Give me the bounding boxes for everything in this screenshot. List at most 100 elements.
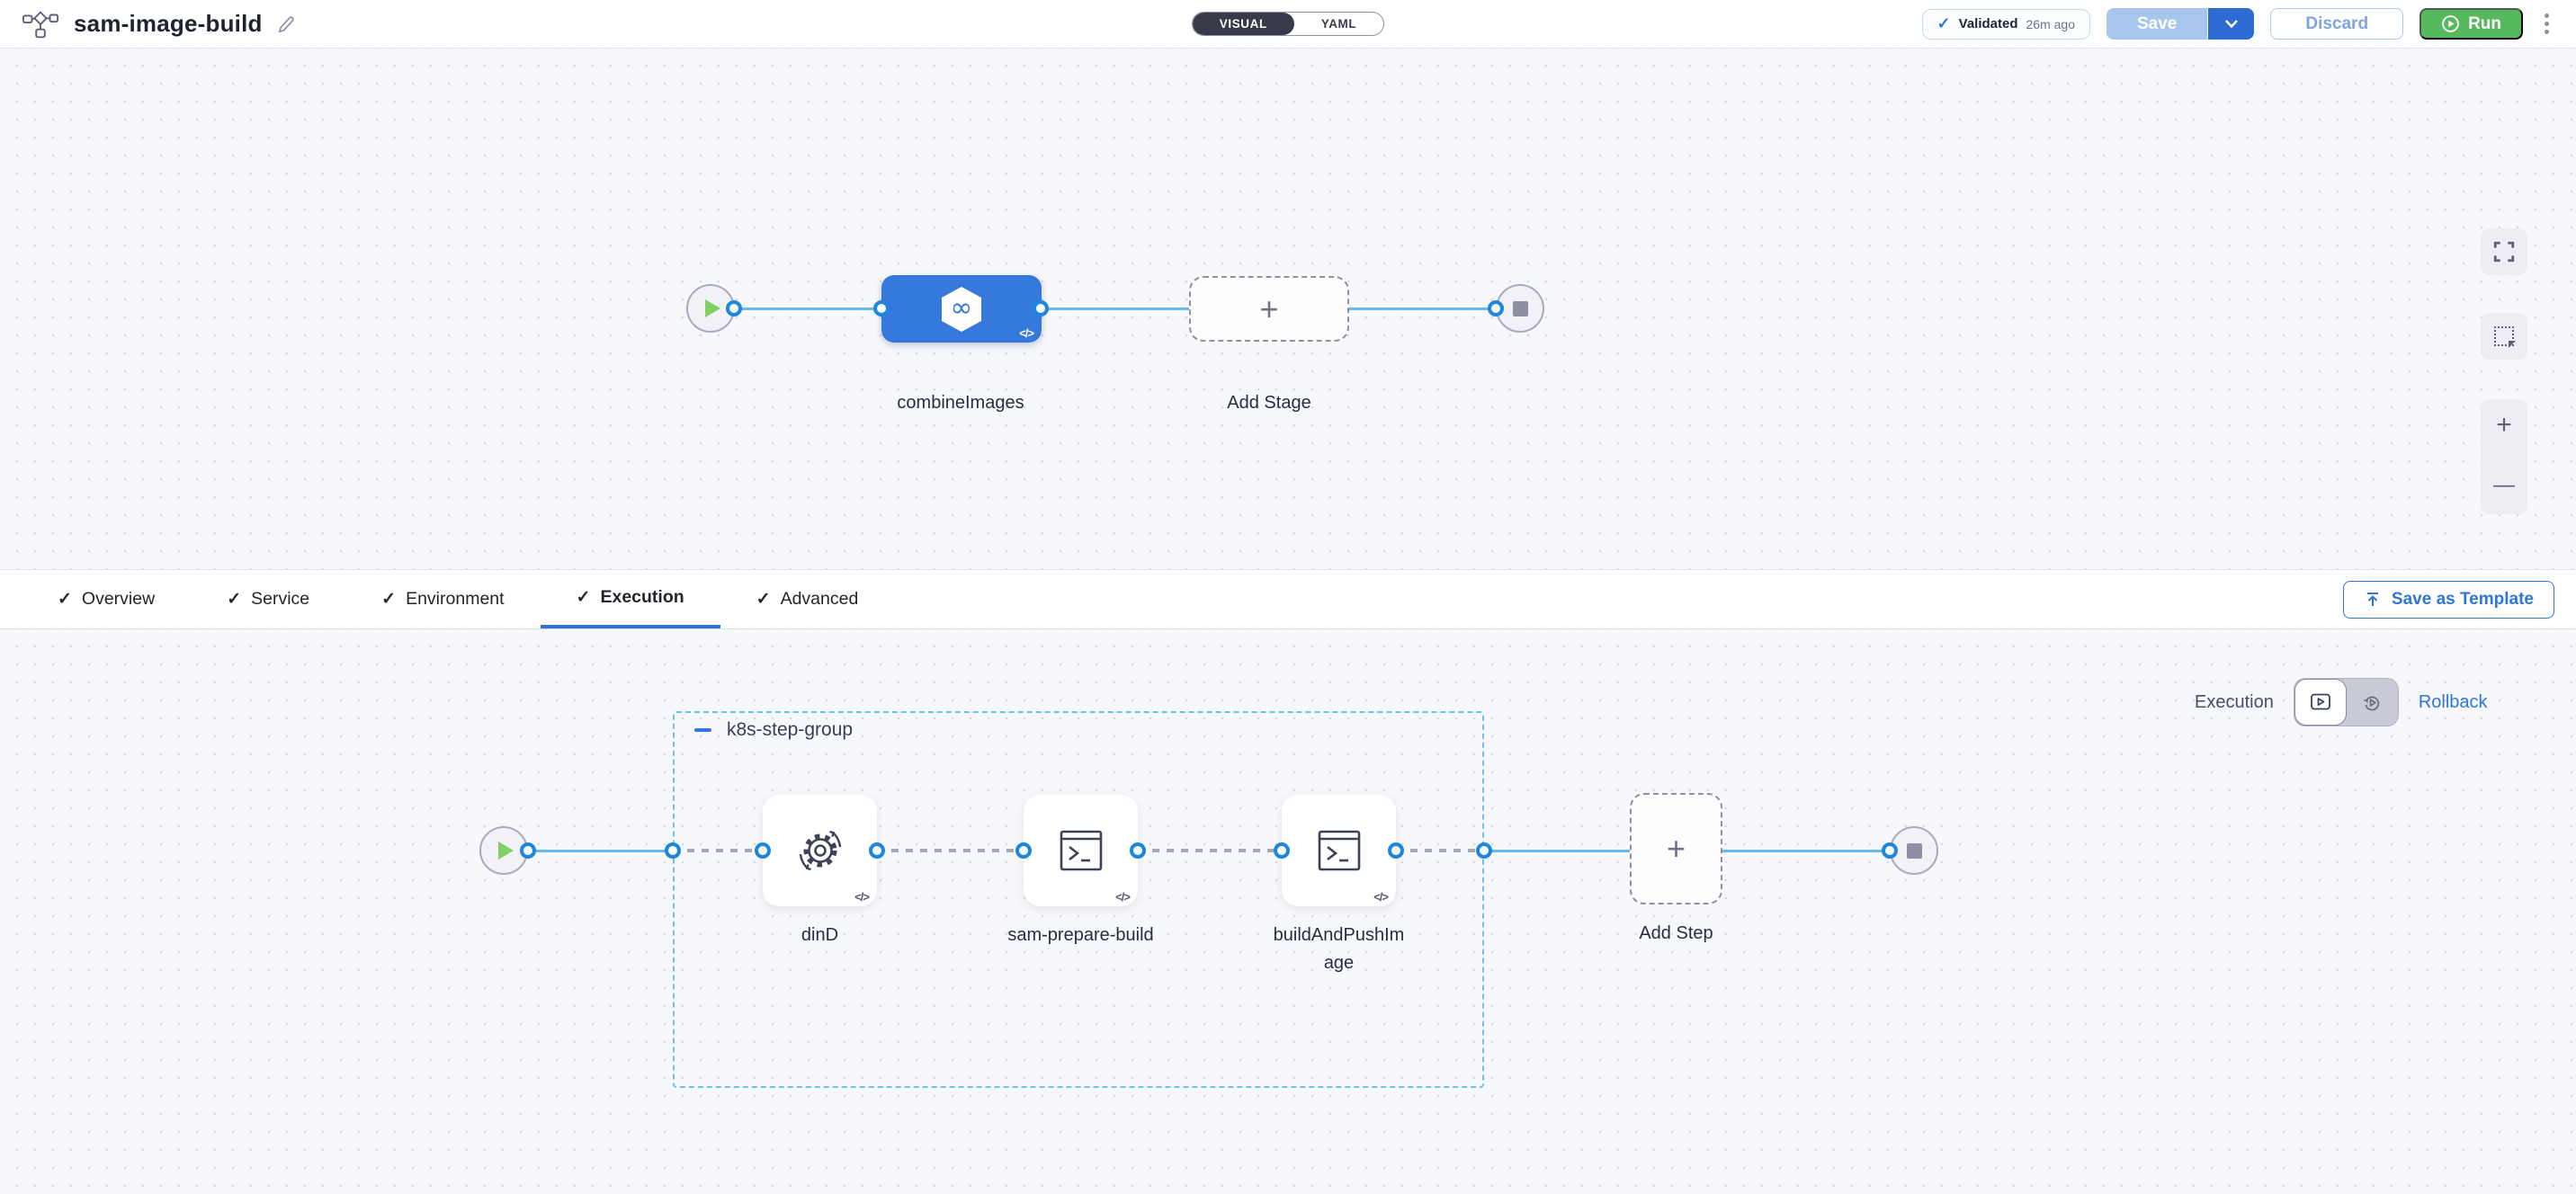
toggle-visual[interactable]: VISUAL — [1192, 13, 1294, 35]
add-stage-label: Add Stage — [1227, 393, 1311, 413]
stage-code-badge-icon[interactable]: </> — [1019, 326, 1034, 340]
fullscreen-icon — [2492, 240, 2516, 263]
step-code-badge-icon[interactable]: </> — [1115, 890, 1131, 904]
tab-advanced[interactable]: ✓ Advanced — [720, 570, 895, 628]
tab-service[interactable]: ✓ Service — [191, 570, 345, 628]
step-port[interactable] — [1130, 842, 1146, 859]
tab-label: Overview — [81, 589, 156, 609]
stop-square-icon — [1906, 842, 1922, 859]
execution-rollback-toggle[interactable] — [2293, 678, 2399, 726]
start-play-icon — [705, 299, 720, 317]
run-play-icon — [2441, 14, 2460, 33]
stage-combineimages[interactable]: ∞ </> — [881, 275, 1042, 343]
edit-pencil-icon[interactable] — [277, 14, 297, 34]
marquee-select-icon — [2494, 326, 2514, 346]
terminal-icon — [1053, 823, 1109, 878]
pipeline-studio-header: sam-image-build VISUAL YAML ✓ Validated … — [0, 0, 2576, 49]
step-buildandpushimage[interactable]: </> — [1282, 795, 1396, 906]
start-node-port[interactable] — [726, 300, 742, 316]
save-button[interactable]: Save — [2106, 8, 2208, 40]
stage-pipeline-canvas[interactable]: ∞ </> + combineImages Add Stage + — — [0, 49, 2576, 569]
execution-mode-icon[interactable] — [2294, 679, 2348, 726]
end-node-port[interactable] — [1882, 842, 1898, 859]
step-name-label: buildAndPushImage — [1273, 925, 1405, 973]
step-port[interactable] — [755, 842, 771, 859]
tab-environment[interactable]: ✓ Environment — [345, 570, 540, 628]
stage-left-port[interactable] — [873, 300, 890, 316]
page-title: sam-image-build — [74, 10, 263, 37]
save-split-button[interactable]: Save — [2106, 8, 2255, 40]
zoom-out-button[interactable]: — — [2493, 473, 2515, 497]
fullscreen-button[interactable] — [2481, 228, 2527, 275]
tab-label: Advanced — [780, 589, 859, 609]
step-code-badge-icon[interactable]: </> — [854, 890, 870, 904]
tab-execution[interactable]: ✓ Execution — [540, 570, 720, 628]
connector-line — [734, 307, 881, 310]
end-node-port[interactable] — [1488, 300, 1504, 316]
plus-icon: + — [1666, 830, 1686, 867]
tab-label: Execution — [600, 587, 684, 607]
gear-sync-icon — [792, 822, 849, 879]
rollback-label[interactable]: Rollback — [2418, 691, 2488, 712]
add-step-label: Add Step — [1639, 923, 1713, 943]
group-exit-port[interactable] — [1476, 842, 1492, 859]
execution-rollback-switch-row: Execution Rollback — [2195, 678, 2488, 726]
save-as-template-button[interactable]: Save as Template — [2342, 580, 2554, 619]
connector-line — [1484, 850, 1630, 852]
validated-label: Validated — [1958, 16, 2018, 31]
validated-check-icon: ✓ — [1936, 14, 1951, 32]
check-icon: ✓ — [58, 590, 72, 609]
stop-square-icon — [1512, 300, 1528, 316]
step-port[interactable] — [1274, 842, 1290, 859]
start-node-port[interactable] — [520, 842, 536, 859]
run-button[interactable]: Run — [2419, 8, 2523, 40]
connector-line — [528, 850, 673, 852]
step-dind[interactable]: </> — [763, 795, 877, 906]
execution-steps-canvas[interactable]: Execution Rollback k8s-step-group — [0, 629, 2576, 1194]
step-sam-prepare-build[interactable]: </> — [1024, 795, 1138, 906]
save-as-template-label: Save as Template — [2391, 589, 2534, 609]
stage-name-label: combineImages — [897, 393, 1024, 413]
visual-yaml-toggle[interactable]: VISUAL YAML — [1191, 12, 1385, 36]
step-name-label: sam-prepare-build — [1007, 925, 1154, 945]
zoom-in-button[interactable]: + — [2496, 410, 2512, 440]
multi-select-button[interactable] — [2481, 313, 2527, 360]
check-icon: ✓ — [576, 588, 591, 607]
dashed-connector — [877, 849, 1024, 852]
check-icon: ✓ — [227, 590, 242, 609]
discard-button[interactable]: Discard — [2270, 8, 2404, 40]
execution-mode-label: Execution — [2195, 691, 2274, 712]
toggle-yaml[interactable]: YAML — [1320, 17, 1357, 31]
zoom-controls: + — — [2481, 399, 2527, 514]
save-options-caret[interactable] — [2207, 8, 2255, 40]
collapse-group-icon[interactable] — [694, 727, 711, 733]
step-code-badge-icon[interactable]: </> — [1373, 890, 1389, 904]
stage-right-port[interactable] — [1033, 300, 1049, 316]
check-icon: ✓ — [381, 590, 397, 609]
add-step-node[interactable]: + — [1630, 793, 1722, 904]
step-group-header: k8s-step-group — [694, 719, 853, 741]
tab-label: Environment — [406, 589, 505, 609]
connector-line — [1349, 307, 1496, 310]
dashed-connector — [673, 849, 763, 852]
step-group-boundary[interactable] — [673, 711, 1484, 1088]
start-play-icon — [498, 842, 514, 860]
check-icon: ✓ — [756, 590, 771, 609]
step-port[interactable] — [1015, 842, 1032, 859]
step-port[interactable] — [1388, 842, 1404, 859]
tab-overview[interactable]: ✓ Overview — [22, 570, 191, 628]
group-entry-port[interactable] — [665, 842, 681, 859]
add-stage-node[interactable]: + — [1189, 276, 1349, 342]
rollback-mode-icon[interactable] — [2347, 679, 2398, 726]
tab-label: Service — [251, 589, 310, 609]
validated-badge[interactable]: ✓ Validated 26m ago — [1921, 8, 2090, 40]
ci-stage-hexagon-icon: ∞ — [936, 284, 987, 334]
dashed-connector — [1138, 849, 1282, 852]
more-options-kebab-icon[interactable] — [2539, 10, 2554, 38]
pipeline-icon — [22, 10, 59, 39]
connector-line — [1722, 850, 1890, 852]
step-port[interactable] — [869, 842, 885, 859]
stage-config-tabbar: ✓ Overview ✓ Service ✓ Environment ✓ Exe… — [0, 569, 2576, 629]
step-group-name: k8s-step-group — [727, 719, 854, 740]
plus-icon: + — [1259, 290, 1279, 327]
